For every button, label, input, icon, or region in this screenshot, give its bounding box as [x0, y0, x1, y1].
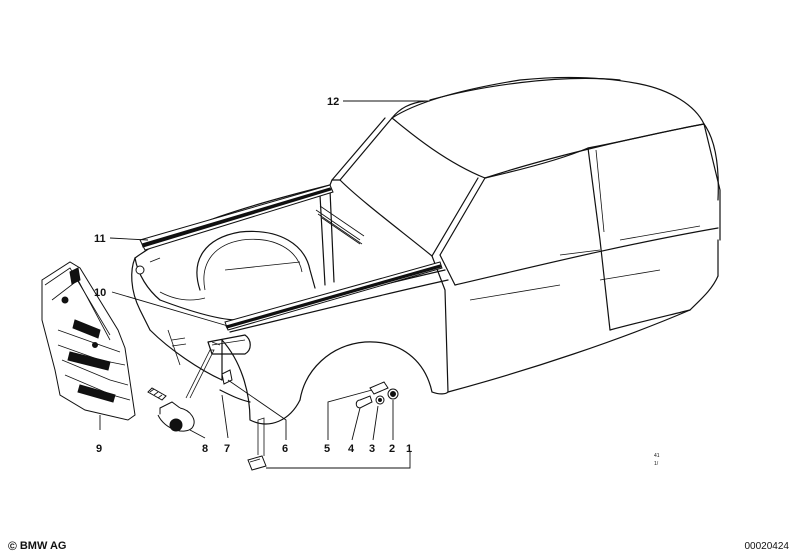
hex-bolt	[147, 387, 195, 432]
callout-8: 8	[202, 443, 208, 455]
bracket-rod	[185, 341, 221, 399]
callout-5: 5	[324, 443, 330, 455]
callout-12: 12	[327, 96, 339, 108]
clip-part	[247, 417, 267, 471]
callout-11: 11	[94, 233, 106, 245]
callout-2: 2	[389, 443, 395, 455]
callout-1: 1	[406, 443, 412, 455]
front-apron-panel	[41, 261, 136, 421]
callout-7: 7	[224, 443, 230, 455]
callout-9: 9	[96, 443, 102, 455]
corner-code-line-1: 41	[654, 453, 660, 459]
small-fasteners	[355, 381, 399, 409]
callout-4: 4	[348, 443, 355, 455]
corner-code-line-2: 1/	[654, 461, 659, 467]
copyright-notice: © BMW AG	[8, 539, 66, 553]
callout-10: 10	[94, 287, 106, 299]
diagram-number: 00020424	[744, 541, 790, 552]
callout-3: 3	[369, 443, 375, 455]
callout-labels: 12 11 10 9 8 7 6 5 4 3 2 1	[94, 96, 412, 455]
leader-lines	[99, 100, 430, 469]
brand-name: BMW AG	[19, 540, 67, 552]
corner-reference-code: 41 1/	[654, 452, 660, 468]
copyright-icon: ©	[8, 539, 17, 553]
car-body-shell	[131, 76, 721, 425]
callout-6: 6	[282, 443, 288, 455]
